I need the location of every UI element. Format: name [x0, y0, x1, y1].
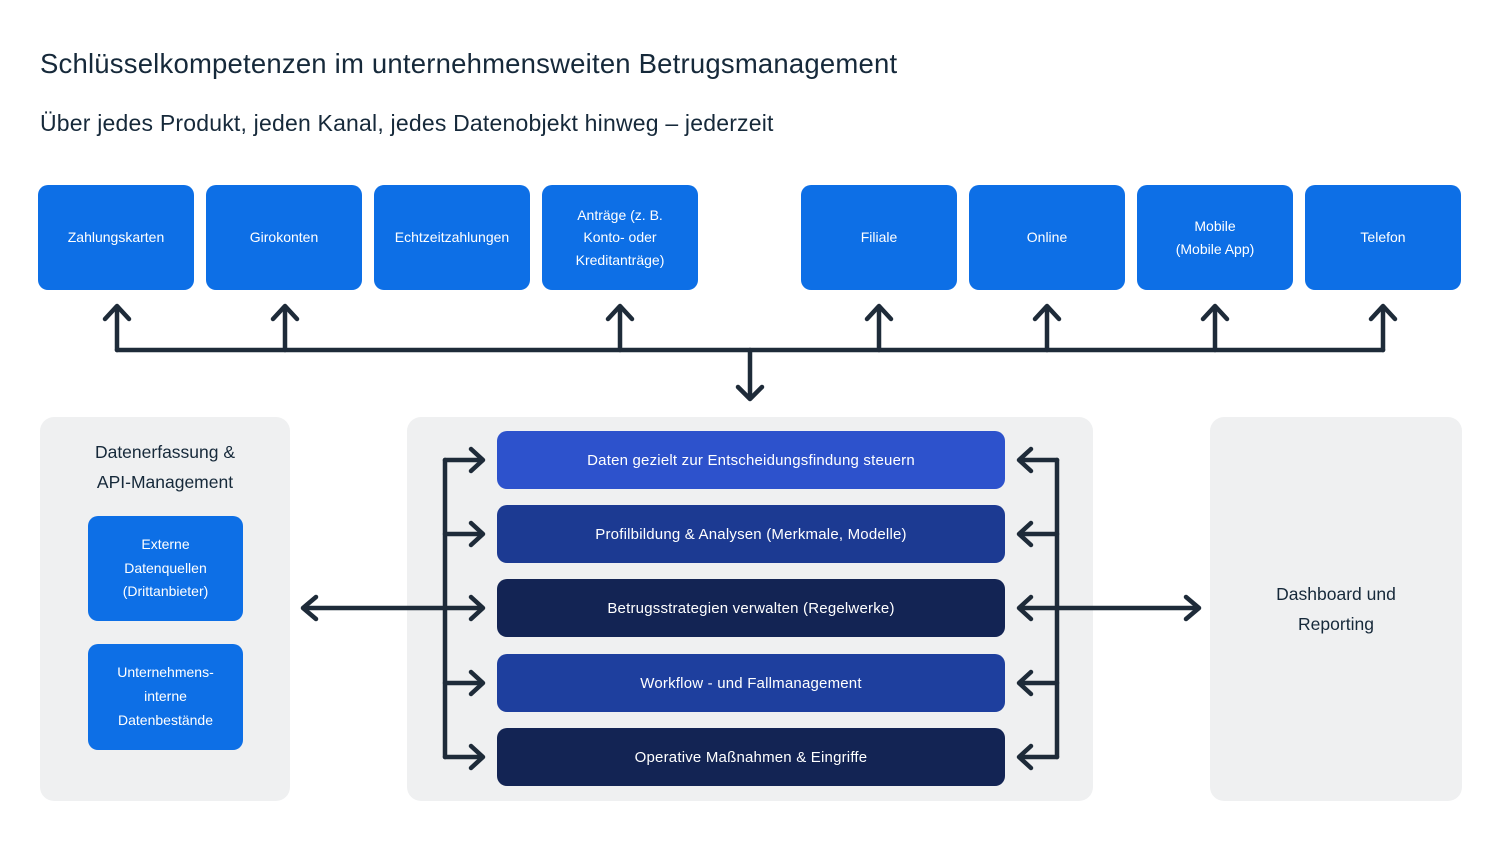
up-arrow-mobile: [1200, 303, 1230, 353]
arrowhead-up-icon: [1200, 303, 1230, 322]
up-arrow-telefon: [1368, 303, 1398, 353]
bar-label: Operative Maßnahmen & Eingriffe: [634, 748, 868, 766]
channel-label: Telefon: [1360, 229, 1406, 246]
arrowhead-right-icon: [1183, 594, 1202, 622]
capability-bar-workflow: Workflow - und Fallmanagement: [497, 654, 1005, 712]
channel-label: Online: [1026, 229, 1068, 246]
channel-box-girokonten: Girokonten: [206, 185, 362, 290]
channel-label: Mobile (Mobile App): [1175, 218, 1255, 257]
up-arrow-antraege: [605, 303, 635, 353]
bar-label: Daten gezielt zur Entscheidungsfindung s…: [587, 451, 915, 469]
channel-box-antraege: Anträge (z. B. Konto- oder Kreditanträge…: [542, 185, 698, 290]
arrowhead-down-icon: [735, 384, 765, 402]
channel-label: Anträge (z. B. Konto- oder Kreditanträge…: [575, 206, 665, 268]
box-label: Externe Datenquellen (Drittanbieter): [122, 535, 209, 600]
page-subtitle: Über jedes Produkt, jeden Kanal, jedes D…: [40, 110, 774, 136]
channel-label: Filiale: [860, 229, 898, 246]
capability-bar-entscheidungsfindung: Daten gezielt zur Entscheidungsfindung s…: [497, 431, 1005, 489]
bar-label: Workflow - und Fallmanagement: [640, 674, 862, 692]
channel-box-filiale: Filiale: [801, 185, 957, 290]
page-title: Schlüsselkompetenzen im unternehmensweit…: [40, 48, 898, 79]
channel-box-zahlungskarten: Zahlungskarten: [38, 185, 194, 290]
box-unternehmensinterne-datenbestaende: Unternehmens- interne Datenbestände: [88, 644, 243, 750]
arrowhead-up-icon: [270, 303, 300, 322]
channel-box-online: Online: [969, 185, 1125, 290]
capability-bar-profilbildung: Profilbildung & Analysen (Merkmale, Mode…: [497, 505, 1005, 563]
channel-label: Girokonten: [249, 229, 319, 246]
top-bus-connector: [102, 303, 1398, 402]
capability-bar-betrugsstrategien: Betrugsstrategien verwalten (Regelwerke): [497, 579, 1005, 637]
up-arrow-online: [1032, 303, 1062, 353]
channel-label: Echtzeitzahlungen: [394, 229, 510, 246]
arrowhead-up-icon: [864, 303, 894, 322]
box-label: Unternehmens- interne Datenbestände: [117, 664, 214, 728]
bar-label: Profilbildung & Analysen (Merkmale, Mode…: [595, 525, 907, 543]
arrowhead-up-icon: [102, 303, 132, 322]
arrowhead-up-icon: [1032, 303, 1062, 322]
channel-box-telefon: Telefon: [1305, 185, 1461, 290]
left-panel-title: Datenerfassung & API-Management: [94, 442, 236, 493]
bar-label: Betrugsstrategien verwalten (Regelwerke): [607, 599, 895, 617]
arrowhead-left-icon: [300, 594, 319, 622]
right-panel-title: Dashboard und Reporting: [1276, 583, 1396, 634]
up-arrow-filiale: [864, 303, 894, 353]
right-panel-dashboard: Dashboard und Reporting: [1210, 417, 1462, 801]
arrowhead-up-icon: [1368, 303, 1398, 322]
down-arrow-center-panel: [735, 347, 765, 402]
arrowhead-up-icon: [605, 303, 635, 322]
up-arrow-zahlungskarten: [102, 303, 132, 353]
capability-bar-operative-massnahmen: Operative Maßnahmen & Eingriffe: [497, 728, 1005, 786]
channel-box-mobile: Mobile (Mobile App): [1137, 185, 1293, 290]
box-externe-datenquellen: Externe Datenquellen (Drittanbieter): [88, 516, 243, 621]
up-arrow-girokonten: [270, 303, 300, 353]
channel-box-echtzeitzahlungen: Echtzeitzahlungen: [374, 185, 530, 290]
channel-label: Zahlungskarten: [67, 229, 165, 246]
